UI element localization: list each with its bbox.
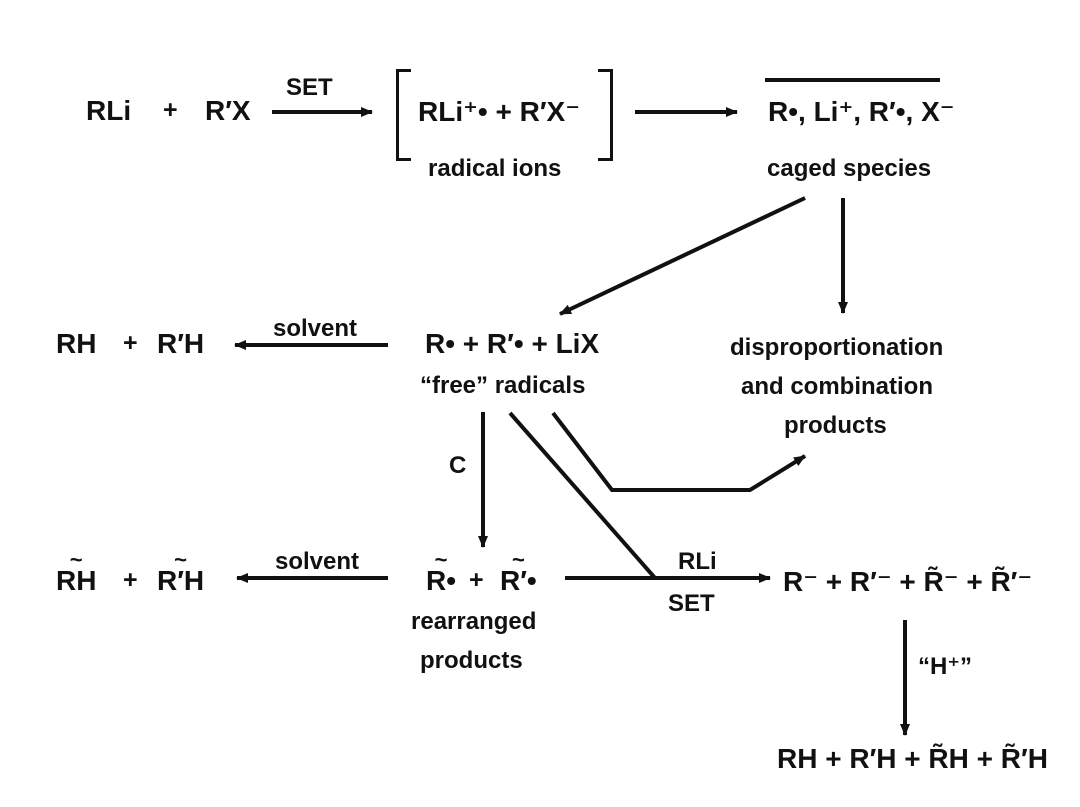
reactant-rli: RLi [86, 95, 132, 126]
set-label-2: SET [668, 590, 715, 617]
radical-ions-species: RLi⁺• + R′X⁻ [418, 96, 580, 127]
caged-species: R•, Li⁺, R′•, X⁻ [768, 96, 955, 127]
product-rh: RH [56, 328, 97, 359]
plus-sign: + [123, 566, 138, 594]
anion-species: R⁻ + R′⁻ + R̃⁻ + R̃′⁻ [783, 566, 1033, 597]
rearranged-label-line1: rearranged [411, 608, 537, 635]
right-bracket [598, 69, 613, 161]
final-products: RH + R′H + R̃H + R̃′H [777, 743, 1048, 774]
rearranged-product-rh: RH [56, 547, 97, 597]
rearranged-label-line2: products [420, 647, 523, 674]
rli-label: RLi [678, 548, 717, 575]
caged-species-label: caged species [767, 155, 932, 182]
solvent-label-1: solvent [273, 315, 358, 342]
solvent-label-2: solvent [275, 548, 360, 575]
line-free-to-set [508, 411, 657, 580]
plus-sign: + [163, 96, 178, 124]
disproportionation-label-line1: disproportionation [730, 334, 944, 361]
left-bracket [396, 69, 411, 161]
arrow-to-free [559, 196, 806, 316]
plus-sign: + [469, 566, 484, 594]
plus-sign: + [123, 329, 138, 357]
arrow-free-to-disprop [551, 411, 807, 492]
radical-ions-label: radical ions [428, 155, 562, 182]
reactant-alkyl-halide: R′X [205, 95, 251, 126]
protonation-label: “H⁺” [918, 653, 972, 680]
cyclization-label: C [449, 452, 467, 479]
rearranged-product-rprime-h: R′H [157, 547, 204, 597]
set-label-1: SET [286, 74, 333, 101]
disproportionation-label-line3: products [784, 412, 887, 439]
rearranged-radical-a: R• [426, 547, 456, 597]
product-rprime-h: R′H [157, 328, 205, 359]
free-radicals-label: “free” radicals [420, 372, 586, 399]
free-radical-species: R• + R′• + LiX [425, 328, 600, 359]
disproportionation-label-line2: and combination [741, 373, 933, 400]
rearranged-radical-b: R′• [500, 547, 537, 597]
